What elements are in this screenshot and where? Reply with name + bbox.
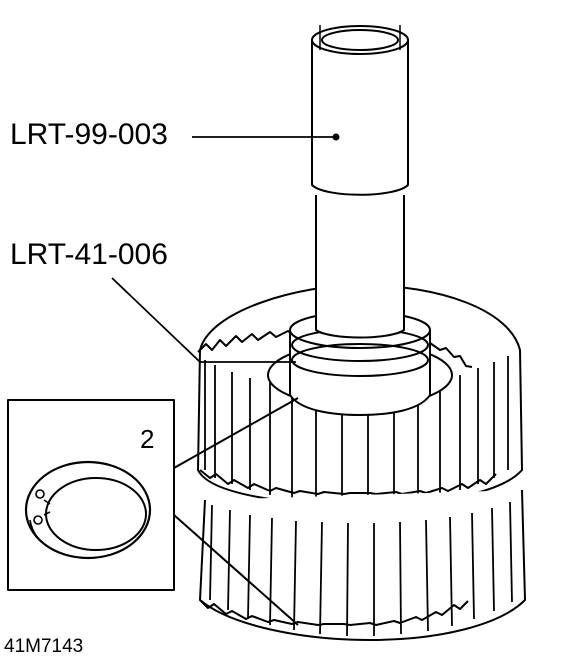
leader-lines xyxy=(111,136,336,363)
tool-label-lrt-99-003: LRT-99-003 xyxy=(10,118,168,151)
gear-body xyxy=(197,284,526,641)
snap-ring-icon xyxy=(24,460,152,560)
leader-dot xyxy=(332,133,340,141)
shaft xyxy=(311,25,409,339)
leader-tool-lower xyxy=(111,277,296,363)
tool-label-lrt-41-006: LRT-41-006 xyxy=(10,238,168,271)
figure-reference: 41M7143 xyxy=(4,636,84,657)
detail-inset xyxy=(7,397,299,626)
detail-number: 2 xyxy=(140,424,155,454)
